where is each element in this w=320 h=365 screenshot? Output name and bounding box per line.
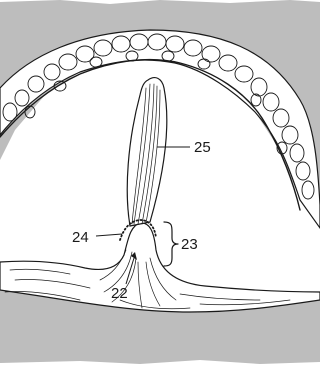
hair-shaft [127, 78, 167, 226]
label-23: 23 [181, 236, 198, 253]
label-24: 24 [72, 229, 89, 246]
label-22: 22 [111, 285, 128, 302]
label-25: 25 [194, 139, 211, 156]
pointer-24 [96, 234, 122, 236]
bracket-23 [164, 222, 178, 266]
